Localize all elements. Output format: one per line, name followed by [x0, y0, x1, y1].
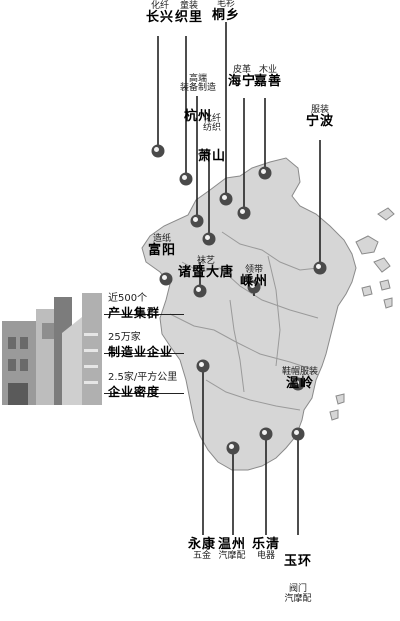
city-label: 织里 — [175, 10, 204, 26]
city-label: 温州 — [218, 537, 247, 552]
label-haining: 皮革 海宁 — [228, 65, 257, 90]
label-zhuji: 袜艺 诸暨大唐 — [178, 256, 235, 281]
label-xiaoshan: 化纤 纺织 萧山 — [198, 98, 226, 181]
stat-rule — [104, 314, 184, 315]
label-changxing: 化纤 长兴 — [146, 1, 175, 26]
island — [335, 393, 345, 405]
region-border — [221, 231, 319, 271]
label-zhili: 童装 织里 — [175, 1, 204, 26]
industry-label: 毛衫 — [217, 0, 236, 9]
industry-label: 领带 — [245, 265, 264, 275]
industry-label: 高端 装备制造 — [180, 73, 217, 94]
label-yuhuan: 玉环 阀门 汽摩配 — [284, 538, 312, 621]
industry-label: 化纤 纺织 — [203, 113, 222, 134]
stat-rule — [104, 353, 184, 354]
city-label: 宁波 — [306, 114, 335, 130]
marker-ningbo — [313, 261, 327, 275]
province-landmass — [141, 157, 357, 471]
industry-label: 服装 — [311, 105, 330, 115]
marker-changxing — [151, 144, 165, 158]
marker-tongxiang — [219, 192, 233, 206]
stat-clusters: 近500个 产业集群 — [108, 289, 160, 321]
industry-label: 童装 — [180, 1, 199, 11]
industry-label: 皮革 — [233, 65, 252, 75]
stat-number: 2.5家/平方公里 — [108, 372, 178, 383]
stat-number: 近500个 — [108, 293, 148, 304]
factory-illustration — [2, 293, 102, 405]
city-label: 嵊州 — [240, 274, 269, 290]
label-yueqing: 乐清 电器 — [252, 538, 280, 561]
label-ningbo: 服装 宁波 — [306, 105, 335, 130]
city-label: 嘉善 — [254, 74, 283, 90]
label-yongkang: 永康 五金 — [188, 538, 216, 561]
stat-label: 产业集群 — [108, 306, 161, 320]
label-wenzhou: 温州 汽摩配 — [218, 538, 246, 561]
region-border — [205, 379, 301, 411]
island — [373, 257, 391, 273]
city-label: 乐清 — [252, 537, 281, 552]
region-border — [229, 299, 245, 393]
city-label: 富阳 — [148, 243, 177, 259]
stat-rule — [104, 393, 184, 394]
marker-wenzhou — [226, 441, 240, 455]
label-jiashan: 木业 嘉善 — [254, 65, 283, 90]
label-shengzhou: 领带 嵊州 — [240, 265, 269, 290]
stat-density: 2.5家/平方公里 企业密度 — [108, 368, 177, 400]
island — [379, 279, 391, 291]
industry-label: 造纸 — [153, 234, 172, 244]
label-wenling: 鞋帽服装 温岭 — [282, 367, 319, 392]
stat-label: 企业密度 — [108, 385, 161, 399]
label-fuyang: 造纸 富阳 — [148, 234, 177, 259]
city-label: 杭州 — [184, 109, 213, 125]
island — [329, 409, 339, 421]
city-label: 诸暨大唐 — [178, 265, 235, 281]
island — [361, 285, 373, 297]
island — [383, 297, 393, 309]
marker-jiashan — [258, 166, 272, 180]
city-label: 永康 — [188, 537, 217, 552]
city-label: 长兴 — [146, 10, 175, 26]
marker-wenling — [291, 377, 305, 391]
island — [377, 207, 395, 221]
industry-label: 汽摩配 — [218, 550, 246, 561]
label-hangzhou: 高端 装备制造 杭州 — [180, 58, 216, 141]
marker-yuhuan — [291, 427, 305, 441]
marker-xiaoshan — [202, 232, 216, 246]
marker-hangzhou — [190, 214, 204, 228]
marker-fuyang — [159, 272, 173, 286]
city-label: 温岭 — [286, 376, 315, 392]
industry-label: 袜艺 — [197, 256, 216, 266]
stat-number: 25万家 — [108, 332, 141, 343]
industry-label: 电器 — [257, 550, 276, 561]
label-tongxiang: 毛衫 桐乡 — [212, 0, 240, 23]
zhejiang-map — [141, 22, 395, 535]
city-label: 玉环 — [284, 553, 313, 569]
stat-label: 制造业企业 — [108, 345, 174, 359]
region-border — [267, 255, 281, 367]
marker-shengzhou — [247, 280, 261, 294]
industry-label: 鞋帽服装 — [282, 367, 319, 377]
city-label: 萧山 — [198, 149, 227, 165]
city-label: 桐乡 — [212, 8, 241, 24]
marker-zhili — [179, 172, 193, 186]
city-label: 海宁 — [228, 74, 257, 90]
marker-zhuji — [193, 284, 207, 298]
cluster-markers — [151, 144, 327, 455]
industry-label: 化纤 — [151, 1, 170, 11]
industry-label: 五金 — [193, 550, 212, 561]
stat-enterprises: 25万家 制造业企业 — [108, 328, 173, 360]
zhoushan-island — [355, 235, 379, 255]
industry-label: 木业 — [259, 65, 278, 75]
marker-yongkang — [196, 359, 210, 373]
marker-yueqing — [259, 427, 273, 441]
marker-haining — [237, 206, 251, 220]
